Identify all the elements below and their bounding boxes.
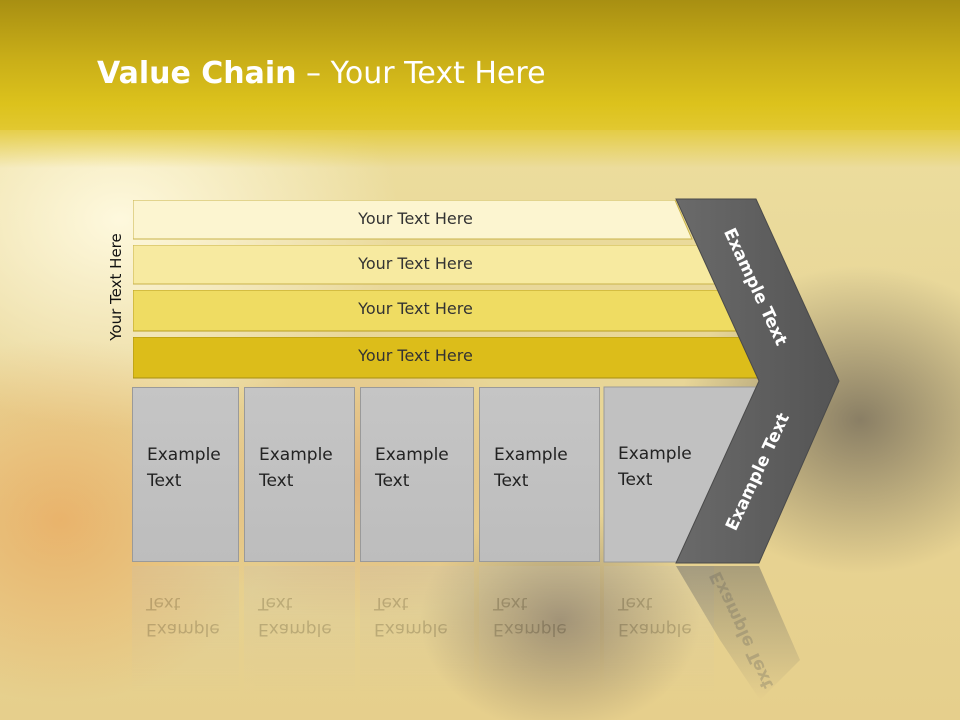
box-2-line1: Example [259, 445, 333, 465]
row-3-label: Your Text Here [358, 299, 473, 318]
title-bold: Value Chain [97, 56, 297, 91]
row-4-label: Your Text Here [358, 346, 473, 365]
row-1: Your Text Here [133, 200, 693, 240]
header-band [0, 0, 960, 130]
box-1-line1: Example [147, 445, 221, 465]
box-2-line2: Text [259, 471, 294, 491]
box-3-line1: Example [375, 445, 449, 465]
box-5-line1: Example [618, 444, 692, 464]
title-rest: – Your Text Here [296, 56, 546, 91]
box-5-line2: Text [618, 470, 653, 490]
box-3-line2: Text [375, 471, 410, 491]
box-1-line2: Text [147, 471, 182, 491]
row-2-label: Your Text Here [358, 254, 473, 273]
row-1-shape [133, 200, 693, 240]
header-fade [0, 128, 960, 168]
row-4: Your Text Here [133, 337, 768, 379]
row-1-label: Your Text Here [358, 209, 473, 228]
box-4-line1: Example [494, 445, 568, 465]
box-4-line2: Text [494, 471, 529, 491]
slide-title: Value Chain – Your Text Here [97, 56, 546, 91]
